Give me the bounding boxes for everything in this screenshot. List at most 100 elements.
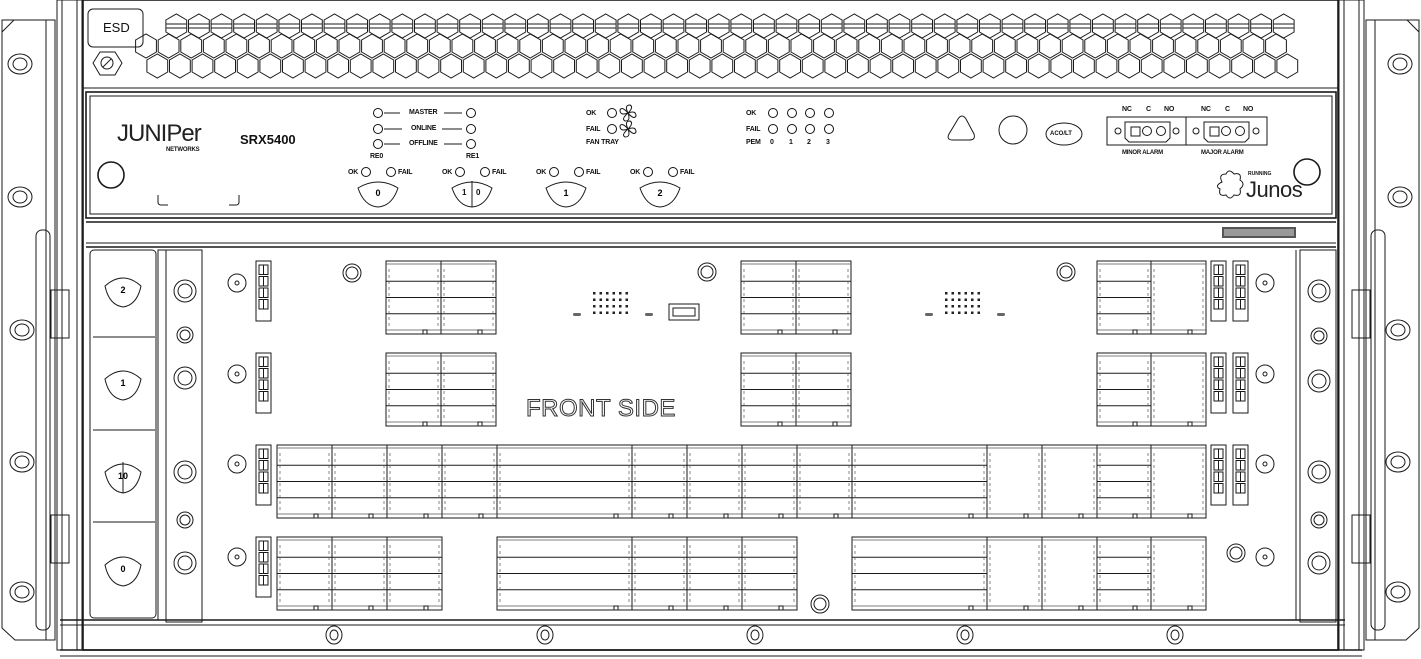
panel-screw-right (1293, 158, 1321, 186)
card2-fail-label: FAIL (680, 169, 695, 176)
card1-slot-number: 1 (563, 188, 569, 198)
card10-slot-a: 1 (462, 188, 467, 197)
aco-lt-label: ACO/LT (1050, 131, 1072, 137)
card1-fail-led (574, 167, 584, 177)
air-intake-panel (82, 0, 1339, 89)
card10-fail-led (480, 167, 490, 177)
pem0-number: 0 (770, 139, 774, 146)
fan-icon-fail (619, 120, 637, 138)
re1-label: RE1 (466, 153, 480, 160)
left-rack-ear (1, 19, 56, 641)
re0-label: RE0 (370, 153, 384, 160)
card0-slot-number: 0 (375, 188, 381, 198)
fan-icon-ok (619, 104, 637, 122)
card0-ok-label: OK (348, 169, 359, 176)
hex-vent-grid (135, 13, 1299, 79)
card0-ok-led (361, 167, 371, 177)
line-cards (276, 260, 1207, 611)
re-master-label: MASTER (409, 109, 438, 116)
pem3-ok-led (824, 108, 834, 118)
major-no-label: NO (1243, 106, 1254, 113)
status-dot-grids (573, 292, 1005, 316)
panel-screw-left (97, 161, 125, 189)
aco-lt-button[interactable] (1045, 122, 1083, 146)
pem2-fail-led (805, 124, 815, 134)
card2-ok-label: OK (630, 169, 641, 176)
major-c-label: C (1225, 106, 1230, 113)
card-shield-0 (357, 181, 399, 208)
minor-alarm-connector[interactable] (1106, 116, 1187, 146)
ejector-slot-1: 1 (120, 378, 126, 388)
pem0-ok-led (768, 108, 778, 118)
console-port[interactable] (668, 303, 700, 321)
screws (173, 260, 1331, 645)
ground-nut (92, 51, 123, 76)
re0-master-led (373, 108, 383, 118)
pem3-number: 3 (826, 139, 830, 146)
esd-label: ESD (103, 20, 130, 35)
minor-c-label: C (1146, 106, 1151, 113)
re1-offline-led (466, 139, 476, 149)
left-ejector-column (89, 249, 203, 623)
minor-alarm-label: MINOR ALARM (1122, 150, 1163, 156)
pem1-fail-led (787, 124, 797, 134)
card10-fail-label: FAIL (492, 169, 507, 176)
pem-ok-label: OK (746, 110, 757, 117)
re-offline-label: OFFLINE (409, 140, 438, 147)
alarm-test-triangle-button[interactable] (947, 115, 975, 141)
ejector-slot-10: 10 (117, 471, 128, 481)
major-alarm-connector[interactable] (1185, 116, 1268, 146)
pem1-ok-led (787, 108, 797, 118)
minor-no-label: NO (1164, 106, 1175, 113)
card1-fail-label: FAIL (586, 169, 601, 176)
pem1-number: 1 (789, 139, 793, 146)
craft-panel (85, 91, 1337, 219)
re0-online-led (373, 124, 383, 134)
junos-running-label: RUNNING (1248, 171, 1272, 177)
card2-slot-number: 2 (657, 188, 663, 198)
junos-logo: Junos (1246, 177, 1303, 202)
pem3-fail-led (824, 124, 834, 134)
card-shield-2 (639, 181, 681, 208)
major-nc-label: NC (1201, 106, 1211, 113)
card1-ok-label: OK (536, 169, 547, 176)
pem2-number: 2 (807, 139, 811, 146)
right-ejector-column (1295, 249, 1337, 623)
fan-ok-led (607, 108, 617, 118)
card10-ok-label: OK (442, 169, 453, 176)
bottom-rail (60, 619, 1362, 657)
pem-label: PEM (746, 139, 761, 146)
card-shield-1 (545, 181, 587, 208)
card10-ok-led (455, 167, 465, 177)
fan-tray-label: FAN TRAY (586, 139, 619, 146)
card2-fail-led (668, 167, 678, 177)
alarm-cutoff-round-button[interactable] (998, 115, 1028, 145)
minor-nc-label: NC (1122, 106, 1132, 113)
fan-ok-label: OK (586, 110, 597, 117)
ejector-slot-0: 0 (120, 564, 126, 574)
card0-fail-label: FAIL (398, 169, 413, 176)
front-side-label: FRONT SIDE (526, 395, 676, 422)
re0-offline-led (373, 139, 383, 149)
right-rack-ear (1365, 19, 1420, 641)
pem0-fail-led (768, 124, 778, 134)
vendor-logo: JUNIPer (117, 120, 202, 147)
re1-master-led (466, 108, 476, 118)
card1-ok-led (549, 167, 559, 177)
model-label: SRX5400 (240, 132, 296, 147)
pem2-ok-led (805, 108, 815, 118)
card0-fail-led (386, 167, 396, 177)
fan-fail-led (607, 124, 617, 134)
ejector-slot-2: 2 (120, 285, 126, 295)
side-rails (35, 0, 1386, 651)
esd-plate (87, 8, 144, 48)
fan-fail-label: FAIL (586, 126, 601, 133)
major-alarm-label: MAJOR ALARM (1201, 150, 1244, 156)
re-online-label: ONLINE (411, 125, 437, 132)
junos-flower-icon (1216, 170, 1244, 199)
re1-online-led (466, 124, 476, 134)
vendor-logo-sub: NETWORKS (166, 147, 200, 153)
card10-slot-b: 0 (476, 188, 481, 197)
pem-fail-label: FAIL (746, 126, 761, 133)
